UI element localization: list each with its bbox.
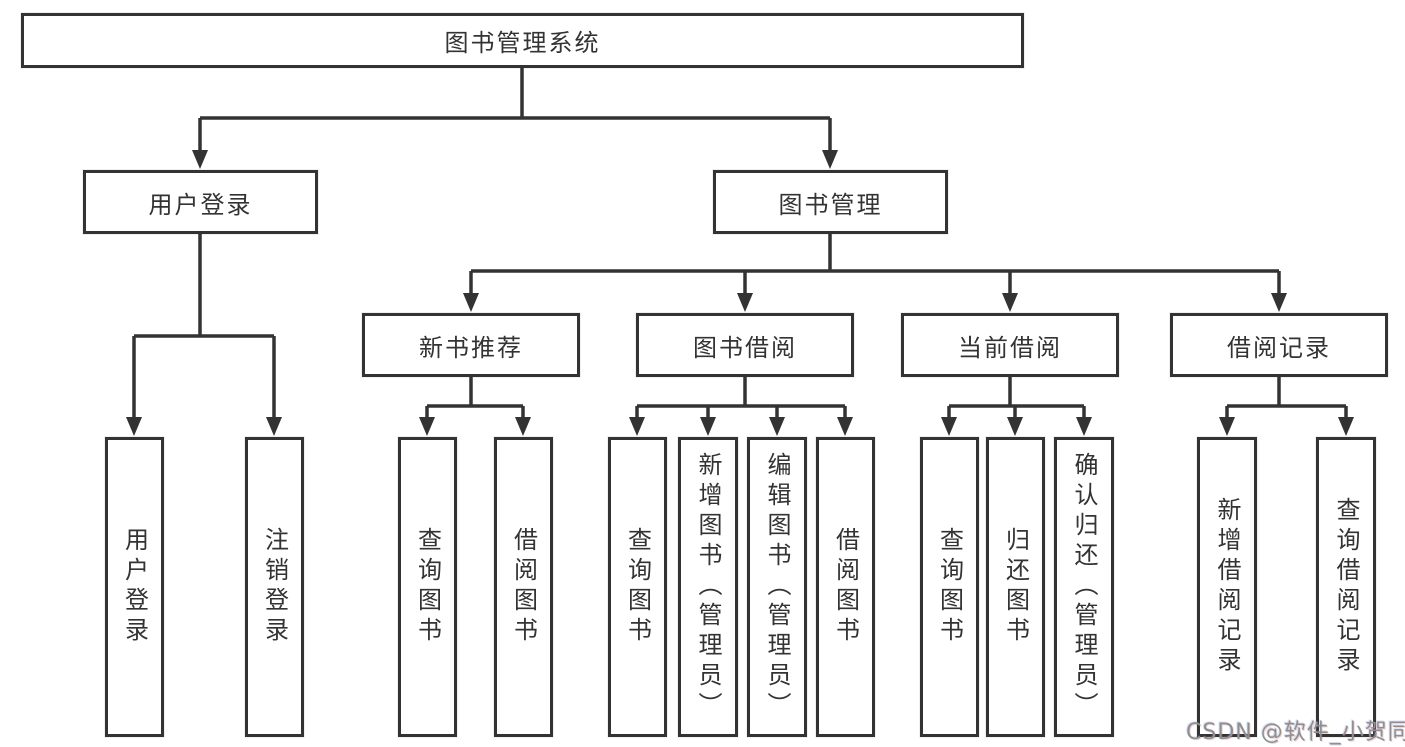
node-label: 归还图书 [1001,527,1030,647]
arrow-down-icon [1271,293,1287,312]
connector-root-to-level2 [198,68,832,152]
arrow-down-icon [822,150,838,169]
arrow-down-icon [1076,417,1092,436]
node-label: 注销登录 [260,527,289,647]
arrow-down-icon [737,293,753,312]
leaf-return-books: 归还图书 [986,437,1045,737]
leaf-query-borrow-record: 查询借阅记录 [1316,437,1376,737]
arrow-down-icon [1007,417,1023,436]
node-user-login: 用户登录 [83,170,318,234]
arrow-down-icon [837,417,853,436]
leaf-borrow-books-recommend: 借阅图书 [494,437,553,737]
node-label: 新增借阅记录 [1213,497,1241,677]
node-label: 查询图书 [623,527,652,647]
leaf-confirm-return-admin: 确认归还（管理员） [1054,437,1114,737]
node-book-management: 图书管理 [713,170,948,234]
connector-book-borrow-to-leaves [635,377,847,418]
node-label: 编辑图书（管理员） [763,452,791,722]
arrow-down-icon [1002,293,1018,312]
node-new-book-recommend: 新书推荐 [362,313,580,377]
node-label: 用户登录 [148,190,253,219]
leaf-add-borrow-record: 新增借阅记录 [1197,437,1257,737]
watermark: CSDN @软件_小贺同学 [1186,720,1405,745]
node-label: 用户登录 [120,527,149,647]
node-label: 借阅记录 [1227,333,1331,362]
connector-current-borrow-to-leaves [947,377,1086,418]
node-label: 借阅图书 [831,527,860,647]
node-label: 新书推荐 [419,333,523,362]
arrow-down-icon [266,417,282,436]
leaf-logout: 注销登录 [245,437,304,737]
node-label: 新增图书（管理员） [694,452,722,722]
arrow-down-icon [629,417,645,436]
connector-borrow-records-to-leaves [1225,377,1348,418]
node-label: 图书管理系统 [444,29,601,57]
arrow-down-icon [769,417,785,436]
node-label: 当前借阅 [958,333,1062,362]
arrow-down-icon [1219,417,1235,436]
arrow-down-icon [941,417,957,436]
arrow-down-icon [126,417,142,436]
leaf-user-login: 用户登录 [105,437,164,737]
node-label: 查询借阅记录 [1332,497,1360,677]
connector-user-login-to-leaves [132,234,276,418]
node-label: 图书借阅 [693,333,797,362]
connector-book-management-to-level3 [469,234,1281,295]
leaf-query-books-recommend: 查询图书 [398,437,457,737]
connector-new-book-recommend-to-leaves [425,377,525,418]
arrow-down-icon [463,293,479,312]
leaf-query-books-borrow: 查询图书 [608,437,667,737]
node-label: 确认归还（管理员） [1070,452,1098,722]
node-borrow-records: 借阅记录 [1170,313,1388,377]
node-label: 查询图书 [413,527,442,647]
leaf-edit-books-admin: 编辑图书（管理员） [747,437,807,737]
arrow-down-icon [192,150,208,169]
node-label: 图书管理 [778,190,883,219]
node-label: 借阅图书 [509,527,538,647]
arrow-down-icon [1338,417,1354,436]
node-root: 图书管理系统 [21,13,1024,68]
leaf-borrow-books: 借阅图书 [816,437,875,737]
arrow-down-icon [515,417,531,436]
arrow-down-icon [419,417,435,436]
arrow-down-icon [700,417,716,436]
node-book-borrow: 图书借阅 [636,313,854,377]
leaf-add-books-admin: 新增图书（管理员） [678,437,738,737]
leaf-query-books-current: 查询图书 [920,437,979,737]
node-label: 查询图书 [935,527,964,647]
node-current-borrow: 当前借阅 [901,313,1119,377]
